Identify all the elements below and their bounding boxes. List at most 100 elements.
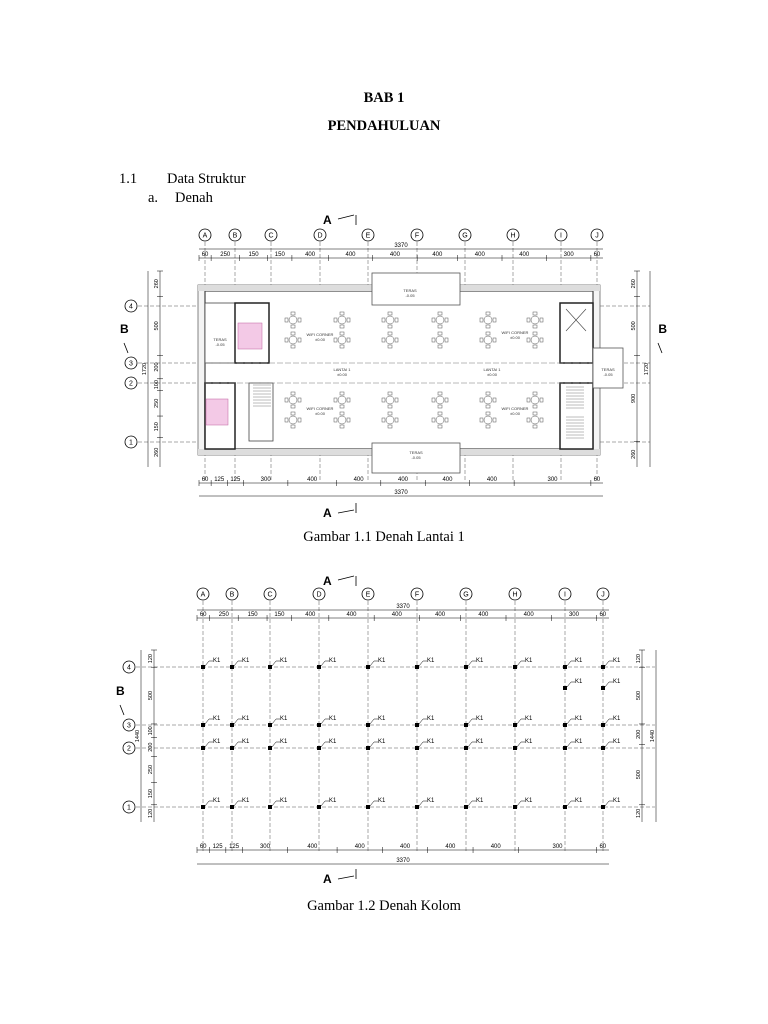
column-leader bbox=[604, 660, 613, 667]
grid-bubble-row-3 bbox=[124, 356, 138, 370]
grid-label-B: B bbox=[233, 233, 238, 240]
dim-top-10: 300 bbox=[569, 612, 580, 618]
grid-bubble-D bbox=[313, 228, 327, 242]
column-label-k1: K1 bbox=[329, 798, 337, 804]
dim-top-0: 60 bbox=[200, 612, 207, 618]
column-k1 bbox=[366, 665, 370, 669]
label-wifi-2-level: ±0.00 bbox=[510, 335, 521, 340]
grid-label-row-1: 1 bbox=[127, 805, 131, 812]
section-a-label-bottom: A bbox=[323, 872, 332, 885]
chapter-number: BAB 1 bbox=[363, 90, 405, 106]
chair bbox=[437, 331, 443, 336]
dim-top-1: 250 bbox=[219, 612, 230, 618]
chair bbox=[444, 417, 449, 423]
column-label-k1: K1 bbox=[525, 716, 533, 722]
column-leader bbox=[604, 741, 613, 748]
column-leader bbox=[233, 741, 242, 748]
column-k1 bbox=[563, 723, 567, 727]
cafe-table bbox=[530, 315, 540, 325]
label-teras-right-level: -0.05 bbox=[603, 372, 613, 377]
dim-top-6: 400 bbox=[390, 252, 401, 258]
chair bbox=[381, 317, 386, 323]
chair bbox=[381, 417, 386, 423]
cafe-table bbox=[483, 335, 493, 345]
grid-label-row-3: 3 bbox=[127, 723, 131, 730]
cafe-table bbox=[337, 335, 347, 345]
section-a-label-top: A bbox=[323, 213, 332, 227]
column-label-k1: K1 bbox=[476, 658, 484, 664]
grid-label-A: A bbox=[201, 592, 206, 599]
dim-bottom-9: 300 bbox=[552, 844, 563, 850]
figure-1-caption: Gambar 1.1 Denah Lantai 1 bbox=[303, 529, 465, 545]
grid-bubble-E bbox=[361, 228, 375, 242]
column-leader bbox=[566, 718, 575, 725]
label-teras-right: TERAS bbox=[601, 367, 615, 372]
column-leader bbox=[271, 718, 280, 725]
column-leader bbox=[320, 800, 329, 807]
column-k1 bbox=[601, 723, 605, 727]
chair bbox=[297, 397, 302, 403]
section-a-label-top: A bbox=[323, 574, 332, 588]
grid-label-J: J bbox=[595, 233, 599, 240]
column-label-k1: K1 bbox=[213, 798, 221, 804]
column-label-k1: K1 bbox=[329, 716, 337, 722]
column-leader bbox=[516, 718, 525, 725]
chair bbox=[437, 391, 443, 396]
column-leader bbox=[516, 660, 525, 667]
dim-bottom-5: 400 bbox=[354, 477, 365, 483]
column-k1 bbox=[230, 665, 234, 669]
dim-left-0: 120 bbox=[148, 654, 154, 663]
column-k1 bbox=[464, 665, 468, 669]
column-label-k1: K1 bbox=[613, 739, 621, 745]
chair bbox=[431, 417, 436, 423]
chair bbox=[532, 404, 538, 409]
column-label-k1: K1 bbox=[476, 798, 484, 804]
column-leader bbox=[467, 800, 476, 807]
column-label-k1: K1 bbox=[525, 739, 533, 745]
dim-top-0: 60 bbox=[202, 252, 209, 258]
grid-label-row-4: 4 bbox=[129, 304, 133, 311]
chair bbox=[492, 417, 497, 423]
column-leader bbox=[204, 800, 213, 807]
building-outline bbox=[197, 272, 624, 474]
column-label-k1: K1 bbox=[427, 798, 435, 804]
dim-left-total: 1440 bbox=[135, 730, 141, 742]
dim-top-7: 400 bbox=[432, 252, 443, 258]
section-b-label-left: B bbox=[116, 684, 125, 698]
cafe-table bbox=[288, 315, 298, 325]
chair bbox=[485, 411, 491, 416]
chair bbox=[284, 397, 289, 403]
column-k1 bbox=[513, 665, 517, 669]
column-label-k1: K1 bbox=[613, 679, 621, 685]
cafe-table bbox=[435, 335, 445, 345]
subsection-title: Denah bbox=[175, 190, 213, 206]
column-label-k1: K1 bbox=[378, 739, 386, 745]
column-label-k1: K1 bbox=[427, 739, 435, 745]
grid-label-row-4: 4 bbox=[127, 665, 131, 672]
dim-top-1: 250 bbox=[220, 252, 231, 258]
column-leader bbox=[204, 741, 213, 748]
chair bbox=[526, 397, 531, 403]
column-leader bbox=[320, 660, 329, 667]
chair bbox=[297, 417, 302, 423]
grid-label-D: D bbox=[316, 592, 321, 599]
grid-label-H: H bbox=[512, 592, 517, 599]
column-label-k1: K1 bbox=[280, 658, 288, 664]
chair bbox=[485, 311, 491, 316]
grid-bubble-B bbox=[225, 587, 239, 601]
column-k1 bbox=[563, 746, 567, 750]
chair bbox=[492, 337, 497, 343]
dim-left-4: 250 bbox=[154, 399, 160, 408]
column-k1 bbox=[268, 665, 272, 669]
chair bbox=[387, 404, 393, 409]
chair bbox=[346, 337, 351, 343]
grid-bubble-row-1 bbox=[122, 800, 136, 814]
column-label-k1: K1 bbox=[613, 658, 621, 664]
section-number: 1.1 bbox=[119, 171, 138, 187]
chair bbox=[532, 311, 538, 316]
dim-top-5: 400 bbox=[345, 252, 356, 258]
column-k1 bbox=[464, 723, 468, 727]
grid-label-H: H bbox=[510, 233, 515, 240]
chair bbox=[539, 417, 544, 423]
